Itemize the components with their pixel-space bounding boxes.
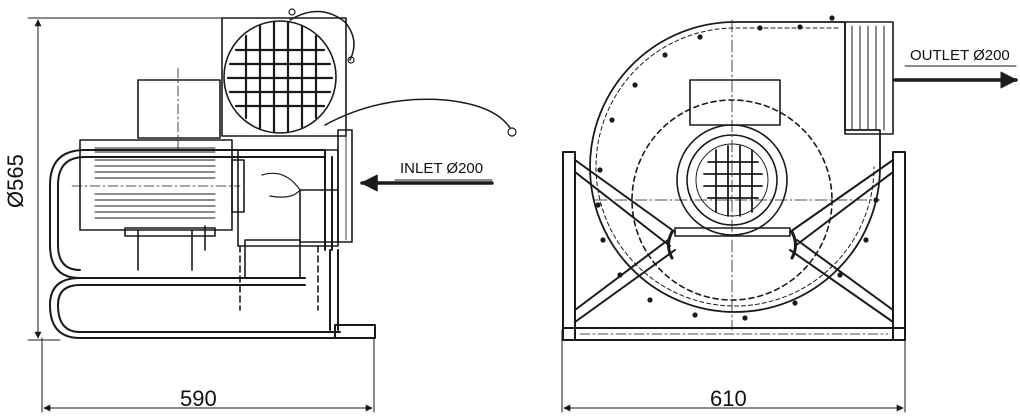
front-x-frame [562, 151, 906, 341]
side-width-dimension-line [41, 337, 375, 413]
side-fan-housing [237, 129, 353, 311]
outlet-label: OUTLET Ø200 [910, 47, 1010, 64]
height-dimension-line [27, 17, 231, 341]
side-view [27, 8, 517, 413]
side-cable [324, 98, 511, 129]
side-outlet-grille [221, 8, 355, 137]
side-motor [71, 67, 245, 271]
front-width-dimension-label: 610 [710, 386, 747, 411]
side-tube-frame [49, 149, 376, 339]
inlet-label: INLET Ø200 [400, 160, 484, 177]
side-width-dimension-label: 590 [180, 386, 217, 411]
front-view [561, 15, 1018, 413]
front-outlet-flange [844, 21, 894, 135]
front-width-dimension-line [561, 329, 906, 413]
cable-end [507, 127, 517, 137]
height-dimension-label: Ø565 [3, 154, 28, 208]
